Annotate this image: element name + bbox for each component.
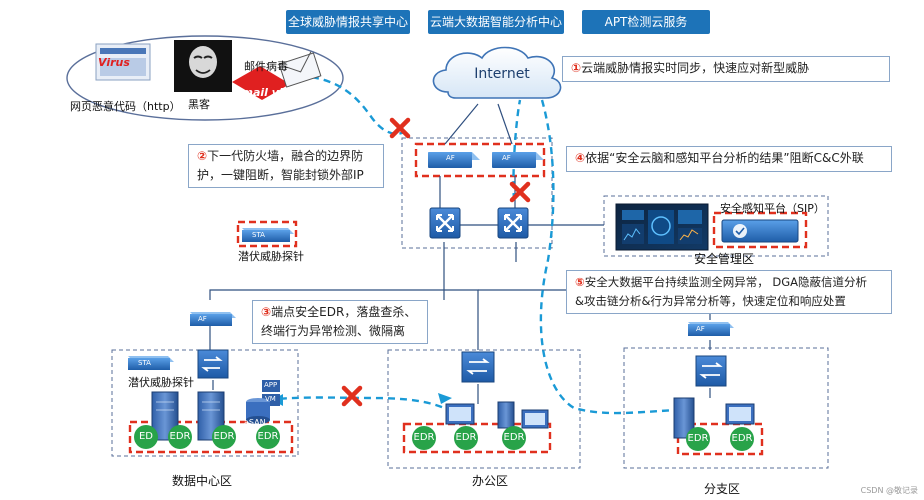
callout-3-number: ③ [261,305,272,319]
sta-dc-label: 潜伏威胁探针 [128,376,194,389]
callout-3-line1: 端点安全EDR，落盘查杀、 [271,305,417,319]
sta-label-dc: STA [138,359,151,367]
callout-3-line2: 终端行为异常检测、微隔离 [261,324,406,338]
af-device-branch [688,322,734,336]
service-threat-intel: 全球威胁情报共享中心 [286,10,410,34]
office-server [497,401,515,429]
af-device-dc [190,312,236,326]
callout-5-line1: 安全大数据平台持续监测全网异常， DGA隐蔽信道分析 [584,275,868,289]
web-malware-label: 网页恶意代码（http） [70,100,181,113]
sip-dashboard [615,203,709,251]
edr-badges [134,425,754,451]
asan-storage [246,380,280,424]
asan-label: aSAN [244,418,266,427]
app-label: APP [264,381,278,389]
dc-zone-label: 数据中心区 [172,474,233,488]
edr-dc-4: EDR [257,431,279,442]
callout-1-text: 云端威胁情报实时同步，快速应对新型威胁 [581,61,810,75]
attack-paths [267,74,687,415]
callout-5-number: ⑤ [575,275,585,289]
web-malware-image [95,43,151,81]
vm-label: VM [265,395,276,403]
callout-1-number: ① [571,61,582,75]
edr-office-3: EDR [503,432,525,443]
af-device-perimeter-1 [428,152,480,168]
edr-branch-2: EDR [731,433,753,444]
callout-2-number: ② [197,149,208,163]
callout-4-text: 依据“安全云脑和感知平台分析的结果”阻断C&C外联 [585,151,864,165]
perimeter-zone [401,137,553,249]
sta-top-label: 潜伏威胁探针 [238,250,304,263]
email-virus-image [232,51,322,100]
virus-tag: Virus [98,56,130,69]
callout-3: ③端点安全EDR，落盘查杀、 终端行为异常检测、微隔离 [252,300,428,344]
edr-office-2: EDR [455,432,477,443]
edr-branch-1: EDR [687,433,709,444]
core-switch-1 [429,207,461,239]
callout-4: ④依据“安全云脑和感知平台分析的结果”阻断C&C外联 [566,146,892,172]
af-device-perimeter-2 [492,152,544,168]
branch-edr-highlight [676,422,764,456]
hacker-label: 黑客 [188,98,210,111]
callout-2: ②下一代防火墙，融合的边界防 护，一键阻断，智能封锁外部IP [188,144,384,188]
office-edr-highlight [402,422,552,454]
core-switch-2 [497,207,529,239]
branch-server [673,397,695,439]
internet-label: Internet [474,66,530,82]
edr-dc-2: EDR [169,431,191,442]
arrow-to-office [438,393,452,404]
office-zone-box [387,349,581,469]
callout-5: ⑤安全大数据平台持续监测全网异常， DGA隐蔽信道分析 &攻击链分析&行为异常分… [566,270,892,314]
hacker-image [174,40,232,92]
callout-2-line1: 下一代防火墙，融合的边界防 [207,149,364,163]
block-x-cc [509,181,531,203]
office-zone-label: 办公区 [472,474,509,488]
switch-branch [695,355,727,387]
office-pc-2 [521,409,549,429]
callout-2-line2: 护，一键阻断，智能封锁外部IP [197,168,364,182]
block-x-lateral [341,385,363,407]
service-apt-detection: APT检测云服务 [582,10,710,34]
edr-office-1: EDR [413,432,435,443]
sta-device-top [242,228,294,242]
threat-sources-ellipse [66,35,344,121]
sip-highlight [712,211,808,249]
service-cloud-analytics: 云端大数据智能分析中心 [428,10,564,34]
callout-5-line2: &攻击链分析&行为异常分析等，快速定位和响应处置 [575,294,846,308]
af-label-1: AF [446,154,455,162]
branch-zone-label: 分支区 [704,482,741,496]
sip-appliance [721,219,799,243]
internet-cloud [432,46,562,99]
branch-pc [725,403,755,425]
af-label-dc: AF [198,315,207,323]
sta-device-dc [128,356,174,370]
mgmt-zone-label: 安全管理区 [694,252,755,266]
email-virus-tag: Email virus [234,86,303,99]
callout-4-number: ④ [575,151,586,165]
sta-top-highlight [236,220,298,248]
edr-dc-1: ED [138,431,154,442]
block-x-perimeter [389,117,411,139]
branch-zone-box [623,347,829,469]
switch-office [461,351,495,383]
switch-dc [197,349,229,379]
office-pc-1 [445,403,475,425]
mgmt-zone-box [603,195,829,257]
sta-label-top: STA [252,231,265,239]
af-label-branch: AF [696,325,705,333]
mail-virus-label: 邮件病毒 [244,60,288,73]
sip-label: 安全感知平台（SIP） [720,202,825,215]
edr-dc-3: EDR [213,431,235,442]
callout-1: ①云端威胁情报实时同步，快速应对新型威胁 [562,56,890,82]
watermark: CSDN @敬记录 [860,486,918,495]
af-label-2: AF [502,154,511,162]
